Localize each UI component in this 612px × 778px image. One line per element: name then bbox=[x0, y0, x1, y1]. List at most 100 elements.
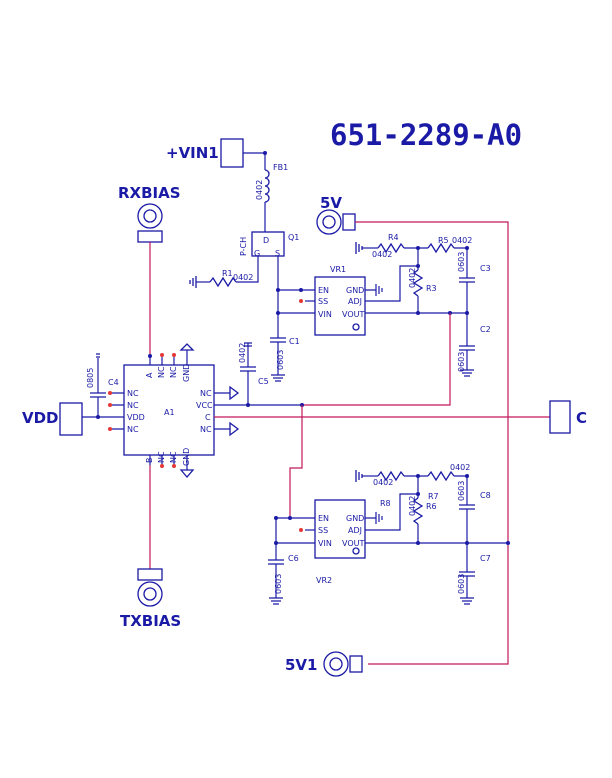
vr2-pin1-marker bbox=[352, 547, 360, 555]
vr1-pin-gnd: GND bbox=[346, 286, 364, 295]
a1-pin-b: B bbox=[145, 458, 154, 464]
a1-pin-left-nc3: NC bbox=[127, 425, 139, 434]
c6-ref: C6 bbox=[288, 554, 299, 563]
txbias-connector[interactable] bbox=[137, 581, 163, 607]
r1-ground bbox=[189, 276, 197, 288]
vr1-pin-vin: VIN bbox=[318, 310, 332, 319]
txbias-label: TXBIAS bbox=[120, 612, 181, 630]
c-connector[interactable] bbox=[549, 400, 571, 434]
vr1-ref: VR1 bbox=[330, 265, 346, 274]
q1-pin-g: G bbox=[254, 249, 260, 258]
vcc-wire bbox=[302, 313, 451, 406]
vr1-pin-en: EN bbox=[318, 286, 329, 295]
a1-pin-vcc: VCC bbox=[196, 401, 213, 410]
a1-pin-left-nc1: NC bbox=[127, 389, 139, 398]
c5-size: 0402 bbox=[238, 343, 247, 363]
v5-label: 5V bbox=[320, 194, 342, 212]
r8-resistor bbox=[377, 470, 405, 482]
c7-ref: C7 bbox=[480, 554, 491, 563]
r3-resistor bbox=[412, 269, 424, 297]
c8-ref: C8 bbox=[480, 491, 491, 500]
vr2-pin-ss: SS bbox=[318, 526, 328, 535]
vr2-feed-wire bbox=[289, 405, 303, 518]
a1-pin-right-nc1: NC bbox=[200, 389, 212, 398]
r7-ref: R7 bbox=[428, 492, 439, 501]
q1-ref: Q1 bbox=[288, 233, 299, 242]
c2-size: 0603 bbox=[457, 352, 466, 372]
vr1-gnd-symbol bbox=[365, 284, 383, 296]
a1-nc-marker-2 bbox=[229, 421, 240, 437]
c1-ref: C1 bbox=[289, 337, 300, 346]
txbias-connector-tab bbox=[137, 568, 163, 581]
a1-pin-vdd: VDD bbox=[127, 413, 145, 422]
v5-connector[interactable] bbox=[316, 209, 342, 235]
q1-pin-s: S bbox=[275, 249, 280, 258]
q1-gate-wire bbox=[236, 256, 259, 283]
r6-ref: R6 bbox=[426, 502, 437, 511]
r8-ref: R8 bbox=[380, 499, 391, 508]
c6-ground bbox=[269, 564, 283, 605]
r4-size: 0402 bbox=[372, 250, 392, 259]
r1-ref: R1 bbox=[222, 269, 233, 278]
r5-resistor bbox=[427, 242, 455, 254]
c1-size: 0603 bbox=[276, 350, 285, 370]
c4-capacitor bbox=[90, 392, 106, 398]
c-label: C bbox=[576, 409, 587, 427]
a1-body bbox=[123, 364, 215, 456]
vr2-gnd-symbol bbox=[365, 512, 383, 524]
r1-size: 0402 bbox=[233, 273, 253, 282]
q1-pin-d: D bbox=[263, 236, 269, 245]
a1-pin-top-nc1: NC bbox=[157, 366, 166, 378]
r3-size: 0402 bbox=[408, 268, 417, 288]
c2-ref: C2 bbox=[480, 325, 491, 334]
a1-pin-top-nc2: NC bbox=[169, 366, 178, 378]
c2-capacitor bbox=[459, 345, 475, 351]
rxbias-label: RXBIAS bbox=[118, 184, 181, 202]
r3-ref: R3 bbox=[426, 284, 437, 293]
vr2-pin-en: EN bbox=[318, 514, 329, 523]
r4-ground bbox=[355, 242, 363, 254]
drawing-title: 651-2289-A0 bbox=[330, 118, 522, 152]
c3-size: 0603 bbox=[457, 252, 466, 272]
a1-pin-bottom-nc2: NC bbox=[169, 451, 178, 463]
c3-ref: C3 bbox=[480, 264, 491, 273]
r8-size: 0402 bbox=[373, 478, 393, 487]
vr1-pin-ss: SS bbox=[318, 297, 328, 306]
r5-ref: R5 bbox=[438, 236, 449, 245]
c8-size: 0603 bbox=[457, 481, 466, 501]
v5-1-connector[interactable] bbox=[323, 651, 349, 677]
vr2-pin-vout: VOUT bbox=[342, 539, 364, 548]
fb1-size: 0402 bbox=[255, 180, 264, 200]
c6-size: 0603 bbox=[274, 574, 283, 594]
vr1-pin-vout: VOUT bbox=[342, 310, 364, 319]
vr2-ref: VR2 bbox=[316, 576, 332, 585]
rxbias-connector-tab bbox=[137, 230, 163, 243]
a1-ref: A1 bbox=[164, 408, 175, 417]
c3-capacitor bbox=[459, 277, 475, 283]
vin1-connector[interactable] bbox=[220, 138, 244, 168]
c1-capacitor bbox=[270, 337, 286, 343]
rxbias-connector[interactable] bbox=[137, 203, 163, 229]
vin1-wire bbox=[243, 152, 266, 170]
c4-ref: C4 bbox=[108, 378, 119, 387]
vr1-pin1-marker bbox=[352, 323, 360, 331]
vr1-adj-wire bbox=[365, 265, 418, 302]
c4-size: 0805 bbox=[86, 368, 95, 388]
vdd-connector[interactable] bbox=[59, 402, 83, 436]
c8-capacitor bbox=[459, 504, 475, 510]
r7-size: 0402 bbox=[450, 463, 470, 472]
c5-ref: C5 bbox=[258, 377, 269, 386]
r7-resistor bbox=[427, 470, 455, 482]
vdd-label: VDD bbox=[22, 409, 59, 427]
q1-type: P-CH bbox=[239, 237, 248, 256]
v5-rail-wire bbox=[355, 221, 509, 665]
a1-pin-left-nc2: NC bbox=[127, 401, 139, 410]
r6-resistor bbox=[412, 497, 424, 525]
c7-ground bbox=[460, 576, 474, 605]
a1-nc-marker-1 bbox=[229, 385, 240, 401]
a1-gnd-bottom bbox=[179, 469, 195, 478]
r1-resistor bbox=[209, 276, 237, 288]
vin1-label: +VIN1 bbox=[166, 144, 219, 162]
a1-pin-a: A bbox=[145, 372, 154, 378]
